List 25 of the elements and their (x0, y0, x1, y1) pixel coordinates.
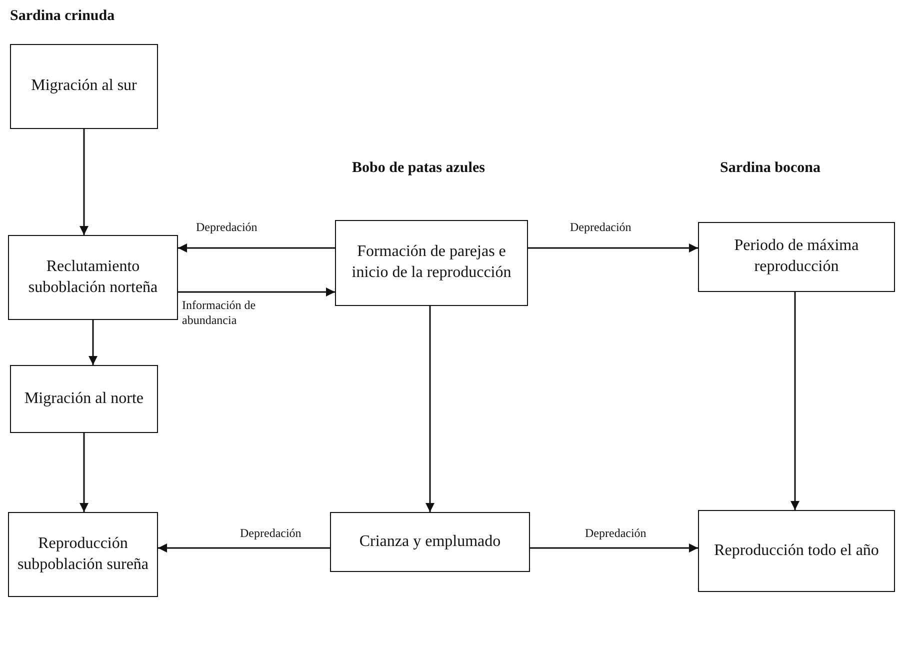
arrow (426, 306, 434, 512)
edge-label: Depredación (570, 220, 632, 235)
process-box: Reproducción todo el año (698, 510, 895, 592)
edge-label: Depredación (585, 526, 646, 541)
arrow (178, 244, 335, 252)
process-box: Crianza y emplumado (330, 512, 530, 572)
process-box: Reproducción subpoblación sureña (8, 512, 158, 597)
arrow (80, 433, 88, 512)
arrow (158, 544, 330, 552)
process-box: Periodo de máxima reproducción (698, 222, 895, 292)
column-heading: Bobo de patas azules (352, 160, 485, 177)
arrow (528, 244, 698, 252)
arrow (790, 292, 800, 510)
edge-label: Depredación (196, 220, 258, 235)
arrow (88, 320, 98, 365)
arrow (80, 129, 88, 235)
column-heading: Sardina bocona (720, 160, 820, 177)
arrow (530, 544, 698, 552)
edge-label: Depredación (240, 526, 302, 541)
column-heading: Sardina crinuda (10, 8, 115, 25)
process-box: Migración al sur (10, 44, 158, 129)
process-box: Formación de parejas e inicio de la reproducción (335, 220, 528, 306)
process-box: Migración al norte (10, 365, 158, 433)
process-box: Reclutamiento suboblación norteña (8, 235, 178, 320)
arrow (178, 288, 335, 296)
